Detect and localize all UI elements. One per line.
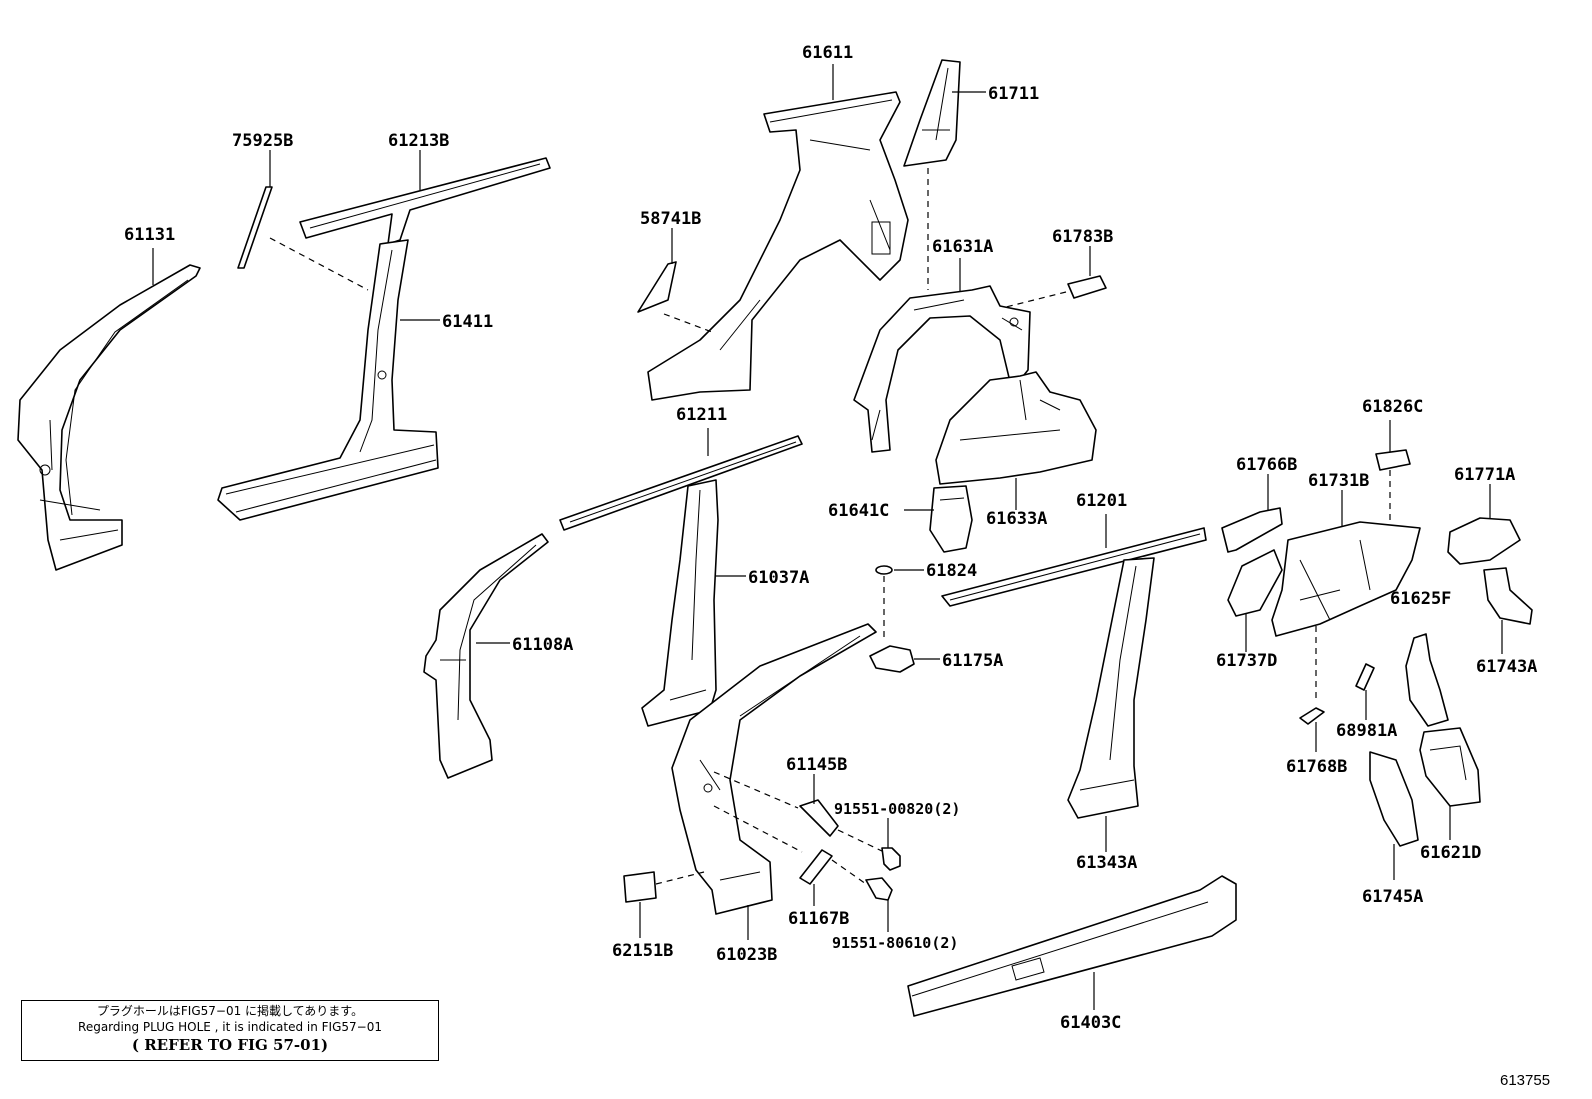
label-61625F: 61625F bbox=[1390, 589, 1451, 609]
label-61633A: 61633A bbox=[986, 509, 1047, 529]
figure-code: 613755 bbox=[1500, 1072, 1551, 1089]
label-61621D: 61621D bbox=[1420, 843, 1481, 863]
label-61201: 61201 bbox=[1076, 491, 1127, 511]
part-61175A[interactable] bbox=[869, 645, 915, 673]
label-61037A: 61037A bbox=[748, 568, 809, 588]
label-61737D: 61737D bbox=[1216, 651, 1277, 671]
label-61023B: 61023B bbox=[716, 945, 777, 965]
label-61711: 61711 bbox=[988, 84, 1039, 104]
part-61771A[interactable] bbox=[1447, 517, 1521, 565]
label-61641C: 61641C bbox=[828, 501, 889, 521]
part-61213B[interactable] bbox=[299, 157, 551, 245]
part-61403C[interactable] bbox=[907, 875, 1237, 1017]
part-62151B[interactable] bbox=[623, 871, 657, 903]
label-61631A: 61631A bbox=[932, 237, 993, 257]
label-61411: 61411 bbox=[442, 312, 493, 332]
part-61611[interactable] bbox=[647, 91, 909, 401]
part-61824[interactable] bbox=[875, 565, 893, 575]
label-61167B: 61167B bbox=[788, 909, 849, 929]
label-61824: 61824 bbox=[926, 561, 977, 581]
label-61826C: 61826C bbox=[1362, 397, 1423, 417]
label-61745A: 61745A bbox=[1362, 887, 1423, 907]
bolt-91551-80610[interactable] bbox=[865, 877, 893, 901]
part-61131[interactable] bbox=[17, 264, 201, 571]
part-61737D[interactable] bbox=[1227, 549, 1283, 617]
part-61145B[interactable] bbox=[799, 799, 839, 837]
label-61403C: 61403C bbox=[1060, 1013, 1121, 1033]
note-line-english: Regarding PLUG HOLE , it is indicated in… bbox=[78, 1020, 382, 1034]
part-61023B[interactable] bbox=[671, 623, 877, 915]
note-refer-fig: ( REFER TO FIG 57-01) bbox=[131, 1036, 329, 1054]
label-61211: 61211 bbox=[676, 405, 727, 425]
part-61625F[interactable] bbox=[1405, 633, 1449, 727]
label-75925B: 75925B bbox=[232, 131, 293, 151]
label-61783B: 61783B bbox=[1052, 227, 1113, 247]
label-61131: 61131 bbox=[124, 225, 175, 245]
label-61768B: 61768B bbox=[1286, 757, 1347, 777]
part-61631A[interactable] bbox=[853, 285, 1031, 453]
note-line-japanese: プラグホールはFIG57−01 に掲載してあります。 bbox=[96, 1004, 364, 1018]
plug-hole-note: プラグホールはFIG57−01 に掲載してあります。 Regarding PLU… bbox=[21, 1000, 439, 1061]
part-61641C[interactable] bbox=[929, 485, 973, 553]
label-58741B: 58741B bbox=[640, 209, 701, 229]
bolt-91551-00820[interactable] bbox=[881, 847, 901, 871]
part-61211[interactable] bbox=[559, 435, 803, 531]
part-61201[interactable] bbox=[941, 527, 1207, 607]
part-61745A[interactable] bbox=[1369, 751, 1419, 847]
label-61771A: 61771A bbox=[1454, 465, 1515, 485]
part-61343A[interactable] bbox=[1067, 557, 1155, 819]
part-58741B[interactable] bbox=[637, 261, 677, 313]
part-61768B[interactable] bbox=[1299, 707, 1325, 725]
label-61213B: 61213B bbox=[388, 131, 449, 151]
label-61743A: 61743A bbox=[1476, 657, 1537, 677]
label-61611: 61611 bbox=[802, 43, 853, 63]
label-61731B: 61731B bbox=[1308, 471, 1369, 491]
part-61411[interactable] bbox=[217, 239, 439, 521]
label-91551-00820: 91551-00820(2) bbox=[834, 800, 960, 818]
part-61711[interactable] bbox=[903, 59, 961, 167]
label-61145B: 61145B bbox=[786, 755, 847, 775]
part-61743A[interactable] bbox=[1483, 567, 1533, 625]
part-75925B[interactable] bbox=[237, 186, 273, 269]
part-61167B[interactable] bbox=[799, 849, 833, 885]
part-61108A[interactable] bbox=[423, 533, 549, 779]
label-61343A: 61343A bbox=[1076, 853, 1137, 873]
part-61037A[interactable] bbox=[641, 479, 719, 727]
label-91551-80610: 91551-80610(2) bbox=[832, 934, 958, 952]
part-68981A[interactable] bbox=[1355, 663, 1375, 691]
label-62151B: 62151B bbox=[612, 941, 673, 961]
part-61826C[interactable] bbox=[1375, 449, 1411, 471]
label-61766B: 61766B bbox=[1236, 455, 1297, 475]
label-61175A: 61175A bbox=[942, 651, 1003, 671]
part-61633A[interactable] bbox=[935, 371, 1097, 485]
label-61108A: 61108A bbox=[512, 635, 573, 655]
part-61731B[interactable] bbox=[1271, 521, 1421, 637]
label-68981A: 68981A bbox=[1336, 721, 1397, 741]
part-61621D[interactable] bbox=[1419, 727, 1481, 807]
part-61766B[interactable] bbox=[1221, 507, 1283, 553]
part-61783B[interactable] bbox=[1067, 275, 1107, 299]
